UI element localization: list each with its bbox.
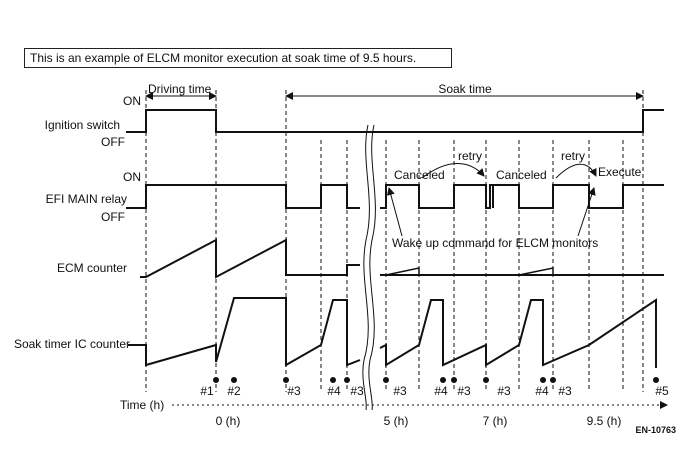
label-efi: EFI MAIN relay	[46, 192, 127, 206]
tick-5h: 5 (h)	[384, 414, 409, 428]
marker-label-7: #4	[434, 384, 448, 398]
marker-label-1: #1	[200, 384, 214, 398]
marker-label-9: #3	[497, 384, 511, 398]
label-soak-time: Soak time	[438, 82, 492, 96]
tick-9-5h: 9.5 (h)	[587, 414, 622, 428]
label-off-2: OFF	[101, 210, 125, 224]
marker-label-4: #4	[327, 384, 341, 398]
label-off-1: OFF	[101, 135, 125, 149]
marker-label-10: #4	[535, 384, 549, 398]
marker-label-2: #2	[227, 384, 241, 398]
marker-label-12: #5	[655, 384, 669, 398]
soak-timer-signal-b	[379, 298, 657, 368]
marker-label-8: #3	[457, 384, 471, 398]
label-canceled-1: Canceled	[394, 168, 445, 182]
efi-relay-signal-b	[380, 184, 664, 209]
label-soak-timer: Soak timer IC counter	[14, 337, 130, 351]
label-retry-1: retry	[458, 149, 482, 163]
marker-dots	[213, 377, 659, 383]
caption-text: This is an example of ELCM monitor execu…	[30, 51, 417, 65]
marker-label-3: #3	[287, 384, 301, 398]
ignition-switch-signal	[126, 109, 664, 133]
retry-arrow-2	[555, 163, 597, 179]
label-ecm: ECM counter	[57, 261, 127, 275]
label-wake-up: Wake up command for ELCM monitors	[392, 236, 598, 250]
marker-label-5: #3	[350, 384, 364, 398]
label-retry-2: retry	[561, 149, 585, 163]
efi-relay-signal-a	[126, 184, 360, 209]
tick-0h: 0 (h)	[216, 414, 241, 428]
soak-timer-signal-a	[128, 297, 361, 367]
tick-7h: 7 (h)	[483, 414, 508, 428]
label-canceled-2: Canceled	[496, 168, 547, 182]
retry-arrow-1	[421, 163, 485, 179]
label-execute: Execute	[598, 165, 642, 179]
label-driving-time: Driving time	[148, 82, 212, 96]
marker-label-6: #3	[393, 384, 407, 398]
marker-label-11: #3	[558, 384, 572, 398]
label-on-2: ON	[123, 170, 141, 184]
wake-pointer-1	[386, 187, 403, 237]
wake-pointer-2	[577, 187, 596, 237]
ecm-counter-signal-a	[140, 238, 360, 279]
time-break-symbol	[362, 124, 376, 411]
figure-id: EN-10763	[635, 425, 676, 435]
label-on-1: ON	[123, 94, 141, 108]
label-time-axis: Time (h)	[120, 398, 164, 412]
label-ignition: Ignition switch	[45, 118, 120, 132]
caption-box	[24, 48, 452, 68]
